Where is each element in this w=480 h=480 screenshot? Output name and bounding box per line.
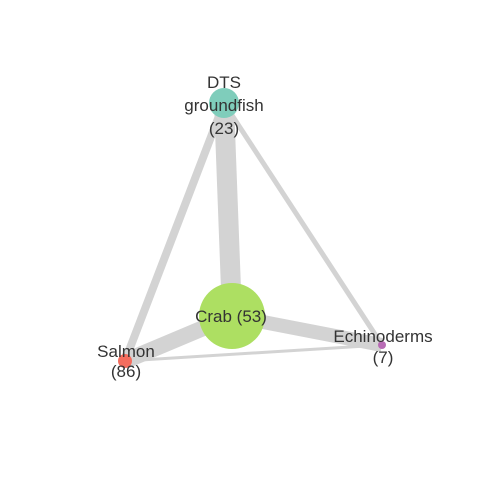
node-label-line: (23) bbox=[209, 119, 239, 138]
node-label-echinoderms: Echinoderms (7) bbox=[333, 327, 432, 367]
node-label-salmon: Salmon(86) bbox=[97, 342, 155, 381]
labels-layer: DTS groundfish (23) Crab (53) Salmon(86) Echi… bbox=[97, 73, 432, 381]
node-label-line: DTS bbox=[207, 73, 241, 92]
node-label-crab: Crab (53) bbox=[195, 307, 267, 326]
edge-dts-echinoderms bbox=[221, 101, 385, 347]
node-label-line: (7) bbox=[373, 348, 394, 367]
node-dts bbox=[209, 88, 239, 118]
node-crab bbox=[199, 283, 265, 349]
node-label-line: (86) bbox=[111, 362, 141, 381]
node-label-line: Salmon bbox=[97, 342, 155, 361]
node-label-line: Echinoderms bbox=[333, 327, 432, 346]
node-echinoderms bbox=[378, 341, 386, 349]
node-label-dts: DTS groundfish (23) bbox=[184, 73, 263, 138]
node-label-line: Crab (53) bbox=[195, 307, 267, 326]
edge-salmon-echinoderms bbox=[124, 343, 383, 363]
nodes-layer bbox=[118, 88, 386, 368]
node-salmon bbox=[118, 354, 132, 368]
node-label-line: groundfish bbox=[184, 96, 263, 115]
edge-dts-salmon bbox=[121, 101, 228, 363]
edge-dts-crab bbox=[214, 102, 242, 317]
